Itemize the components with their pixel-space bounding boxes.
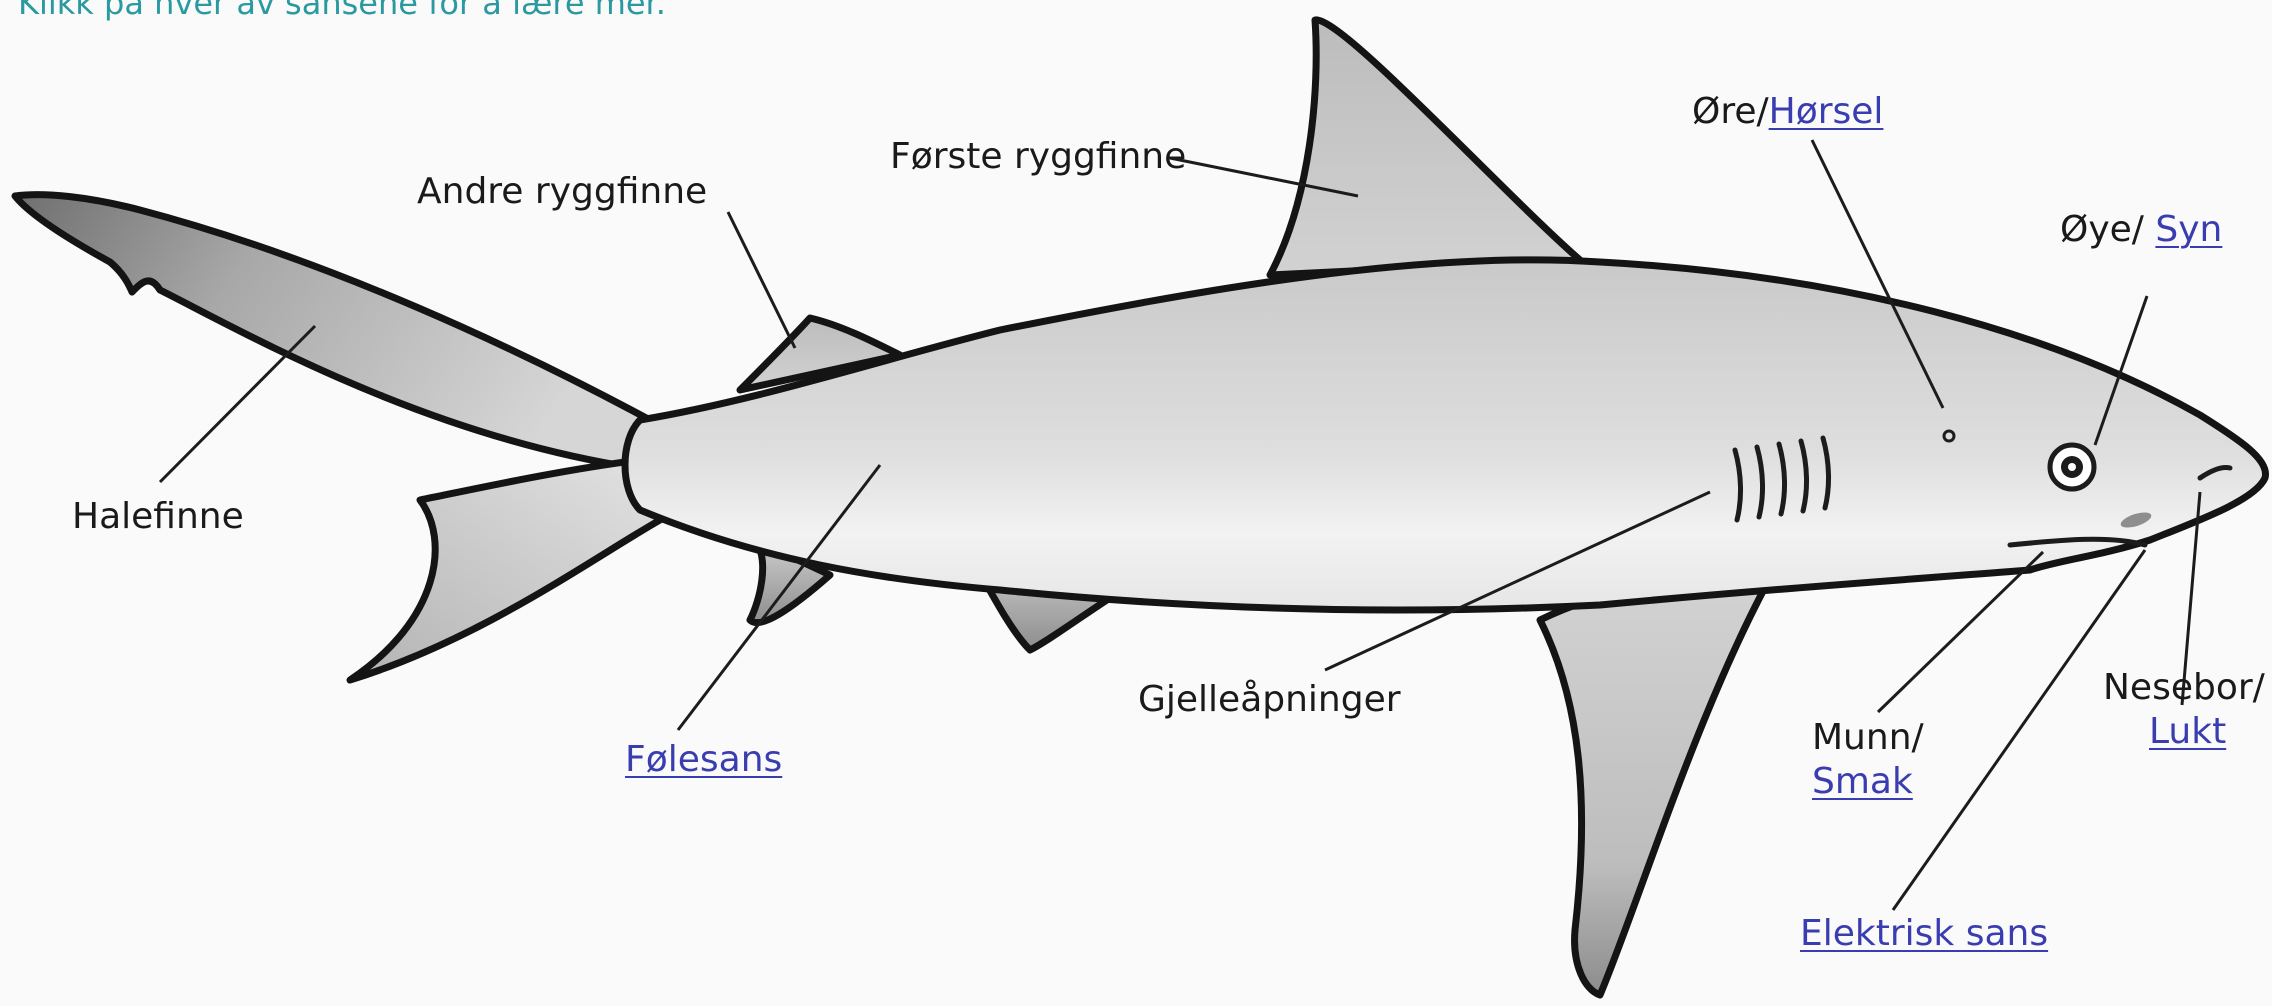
link-elektrisk-sans[interactable]: Elektrisk sans: [1800, 912, 2048, 956]
label-andre-ryggfinne: Andre ryggfinne: [417, 170, 707, 214]
eye-icon: [2050, 445, 2094, 489]
tail-fin-upper: [15, 195, 650, 470]
label-gjelleapninger: Gjelleåpninger: [1138, 678, 1401, 722]
label-oye-prefix: Øye/: [2060, 209, 2144, 250]
label-munn-prefix: Munn/: [1812, 716, 1924, 760]
link-horsel[interactable]: Hørsel: [1769, 91, 1884, 132]
first-dorsal-fin: [1270, 20, 1580, 275]
label-forste-ryggfinne: Første ryggfinne: [890, 135, 1186, 179]
shark-body: [625, 260, 2266, 610]
pectoral-fin: [1540, 560, 1780, 995]
label-munn: Munn/ Smak: [1812, 716, 1924, 804]
label-nesebor: Nesebor/ Lukt: [2103, 666, 2265, 754]
tail-fin-lower: [350, 460, 660, 680]
intro-text: Klikk på hver av sansene for å lære mer.: [18, 0, 666, 22]
link-folesans[interactable]: Følesans: [625, 738, 782, 782]
link-smak[interactable]: Smak: [1812, 760, 1924, 804]
label-ore-prefix: Øre/: [1692, 91, 1769, 132]
label-halefinne: Halefinne: [72, 495, 244, 539]
label-ore: Øre/Hørsel: [1692, 90, 1883, 134]
label-nesebor-prefix: Nesebor/: [2103, 666, 2265, 710]
link-lukt[interactable]: Lukt: [2103, 710, 2265, 754]
link-syn[interactable]: Syn: [2155, 209, 2222, 250]
label-oye: Øye/ Syn: [2060, 208, 2222, 252]
